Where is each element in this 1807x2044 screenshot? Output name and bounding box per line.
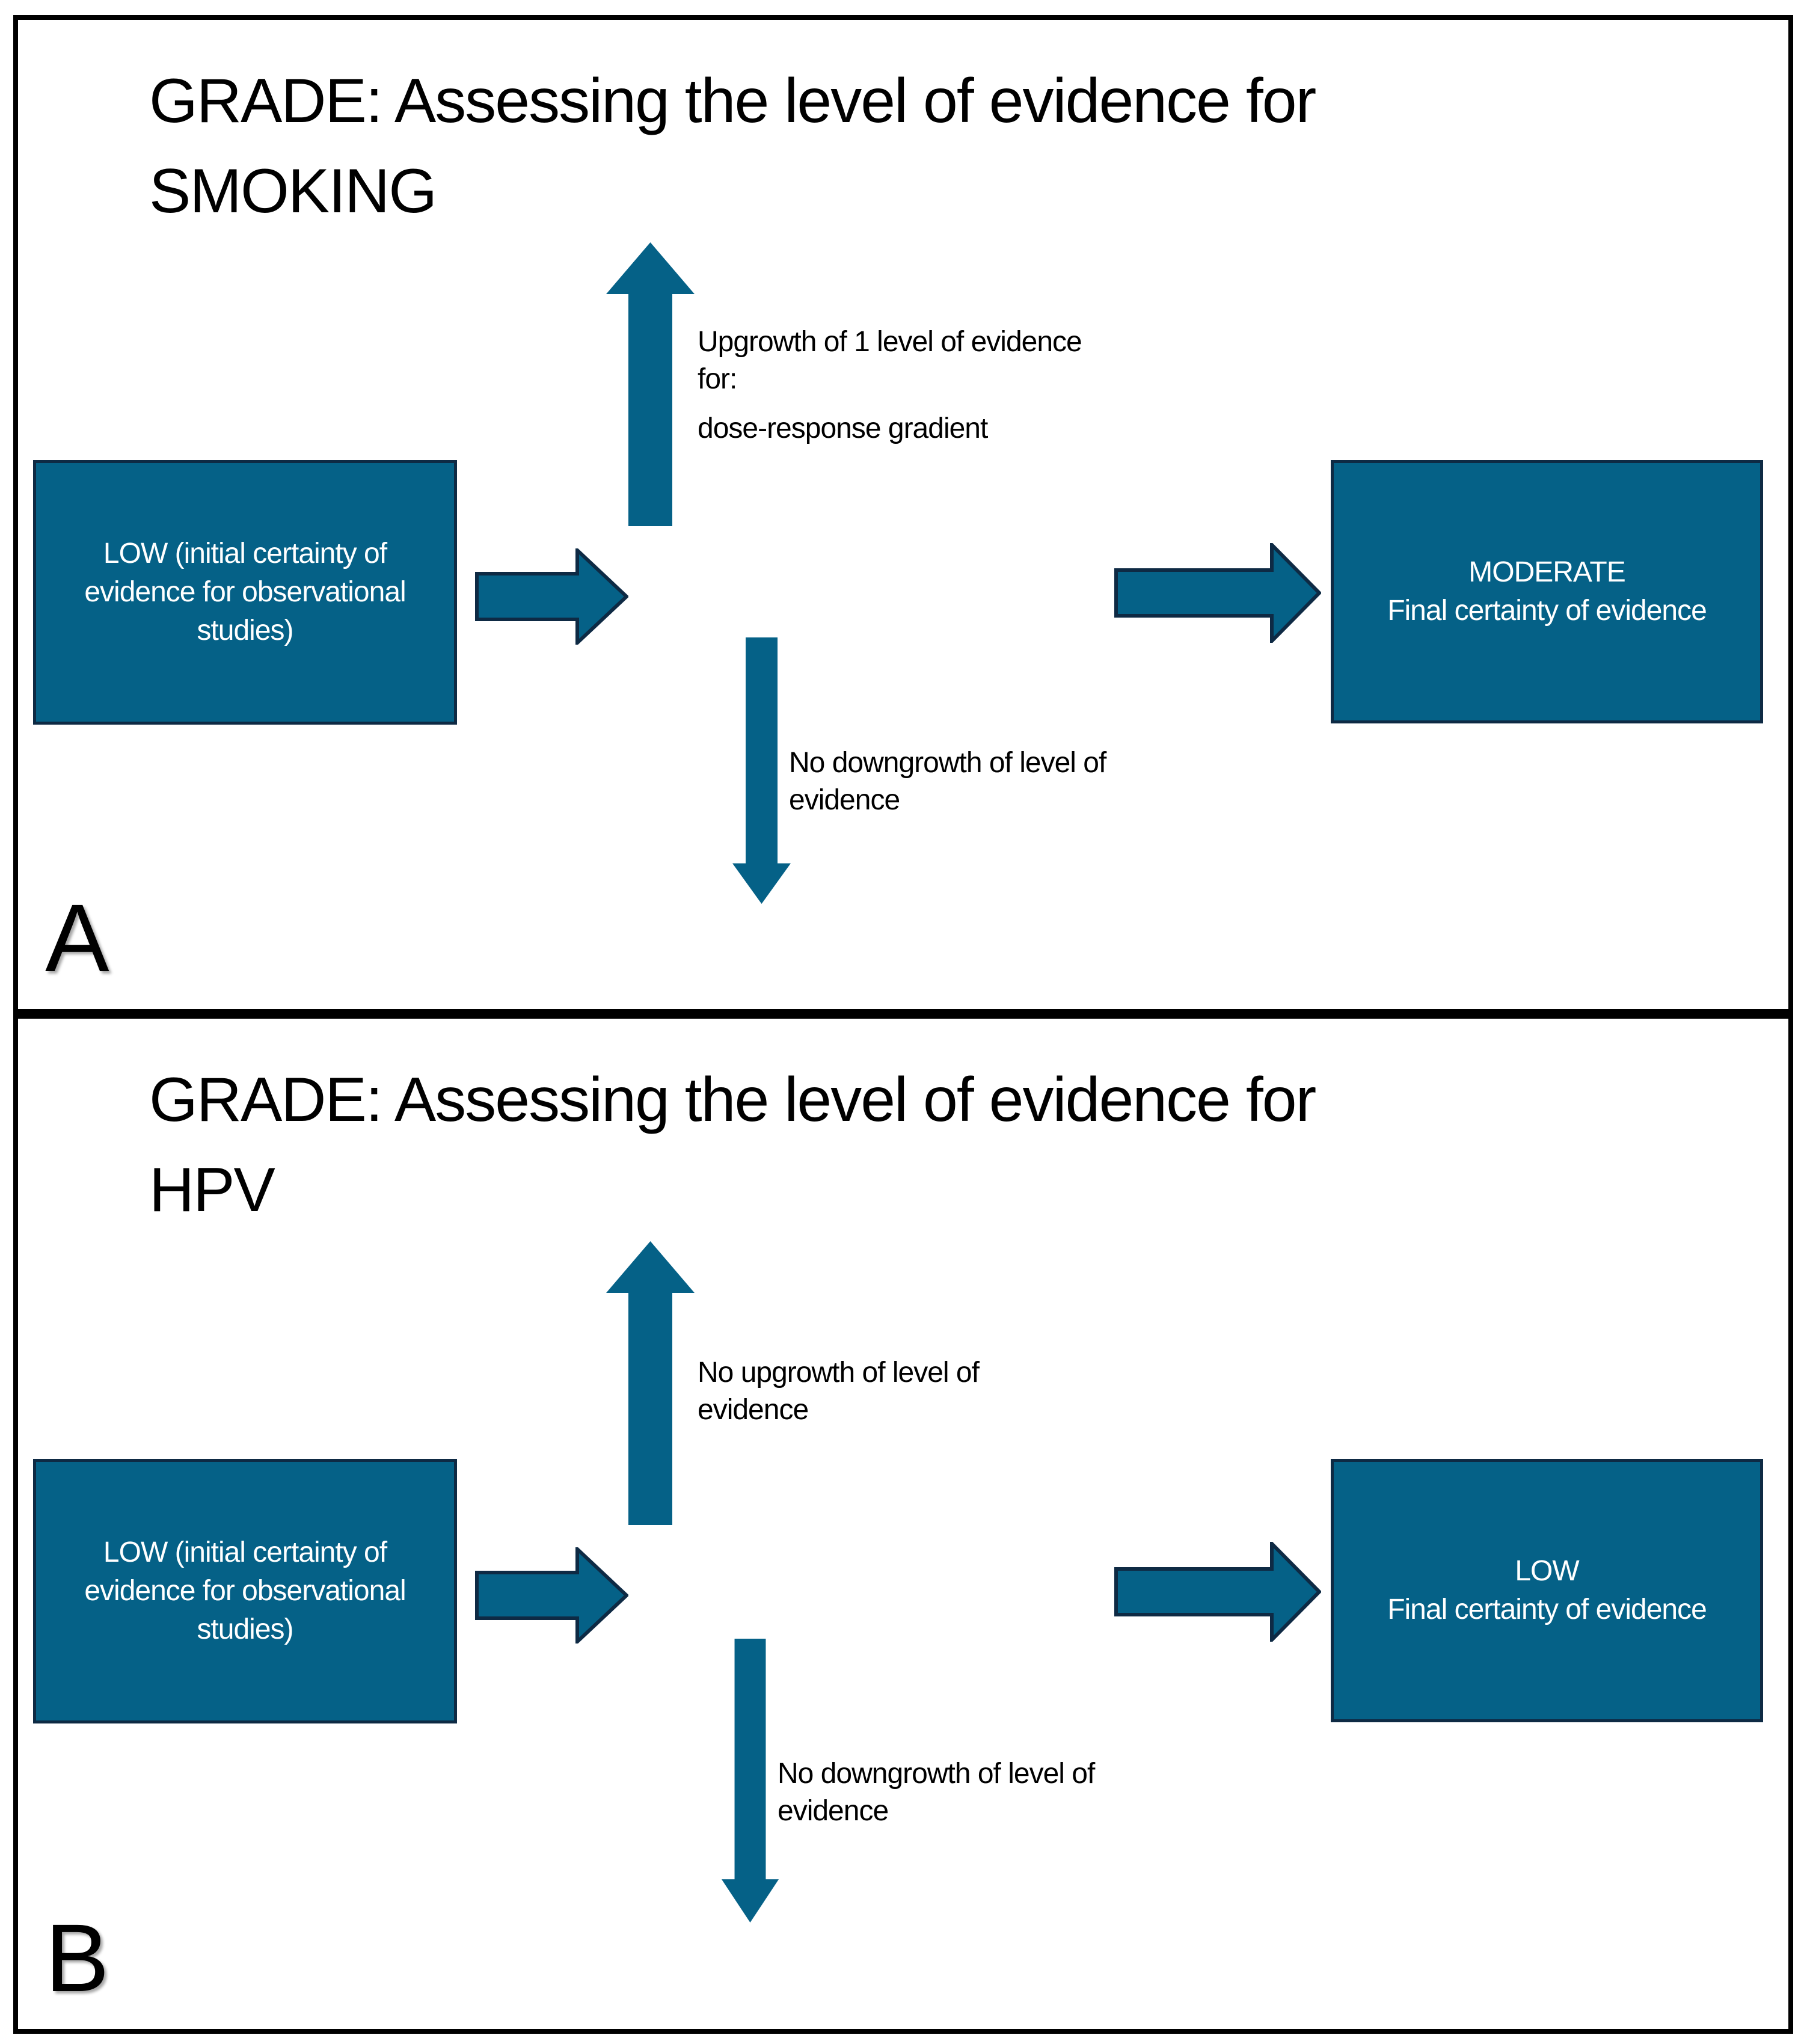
upgrade-note-line1: Upgrowth of 1 level of evidence for: (698, 326, 1082, 395)
panel-b-title: GRADE: Assessing the level of evidence f… (149, 1055, 1664, 1235)
final-certainty-level: LOW (1515, 1555, 1579, 1587)
upgrade-note-line2: dose-response gradient (698, 413, 988, 444)
downgrade-arrow-icon (722, 1639, 779, 1923)
panel-a-title: GRADE: Assessing the level of evidence f… (149, 56, 1664, 236)
initial-certainty-text: LOW (initial certainty of evidence for o… (84, 1536, 406, 1645)
initial-certainty-box: LOW (initial certainty of evidence for o… (33, 460, 457, 725)
upgrade-arrow-icon (606, 242, 695, 526)
initial-certainty-box: LOW (initial certainty of evidence for o… (33, 1459, 457, 1723)
panel-a-title-line1: GRADE: Assessing the level of evidence f… (149, 66, 1316, 136)
panel-a-label: A (45, 884, 109, 992)
flow-arrow-icon (475, 1547, 628, 1643)
upgrade-note-line1: No upgrowth of level of evidence (698, 1357, 980, 1426)
downgrade-note: No downgrowth of level of evidence (778, 1755, 1174, 1830)
downgrade-note-text: No downgrowth of level of evidence (789, 747, 1106, 816)
downgrade-arrow-icon (732, 637, 791, 904)
final-certainty-box: LOW Final certainty of evidence (1331, 1459, 1763, 1722)
final-certainty-box: MODERATE Final certainty of evidence (1331, 460, 1763, 723)
panel-b: GRADE: Assessing the level of evidence f… (13, 1014, 1793, 2034)
result-arrow-icon (1114, 1542, 1321, 1642)
final-certainty-caption: Final certainty of evidence (1387, 1594, 1707, 1625)
initial-certainty-text: LOW (initial certainty of evidence for o… (84, 538, 406, 646)
upgrade-note: No upgrowth of level of evidence (698, 1354, 1094, 1429)
panel-b-title-line1: GRADE: Assessing the level of evidence f… (149, 1065, 1316, 1135)
downgrade-note: No downgrowth of level of evidence (789, 744, 1186, 819)
panel-a-title-line2: SMOKING (149, 156, 437, 226)
upgrade-arrow-icon (606, 1241, 695, 1525)
upgrade-note: Upgrowth of 1 level of evidence for: dos… (698, 324, 1094, 447)
downgrade-note-text: No downgrowth of level of evidence (778, 1758, 1095, 1827)
panel-b-label: B (45, 1904, 109, 2012)
flow-arrow-icon (475, 548, 628, 645)
final-certainty-level: MODERATE (1468, 556, 1625, 588)
final-certainty-caption: Final certainty of evidence (1387, 595, 1707, 627)
result-arrow-icon (1114, 543, 1321, 643)
panel-a: GRADE: Assessing the level of evidence f… (13, 15, 1793, 1014)
panel-b-title-line2: HPV (149, 1155, 275, 1225)
